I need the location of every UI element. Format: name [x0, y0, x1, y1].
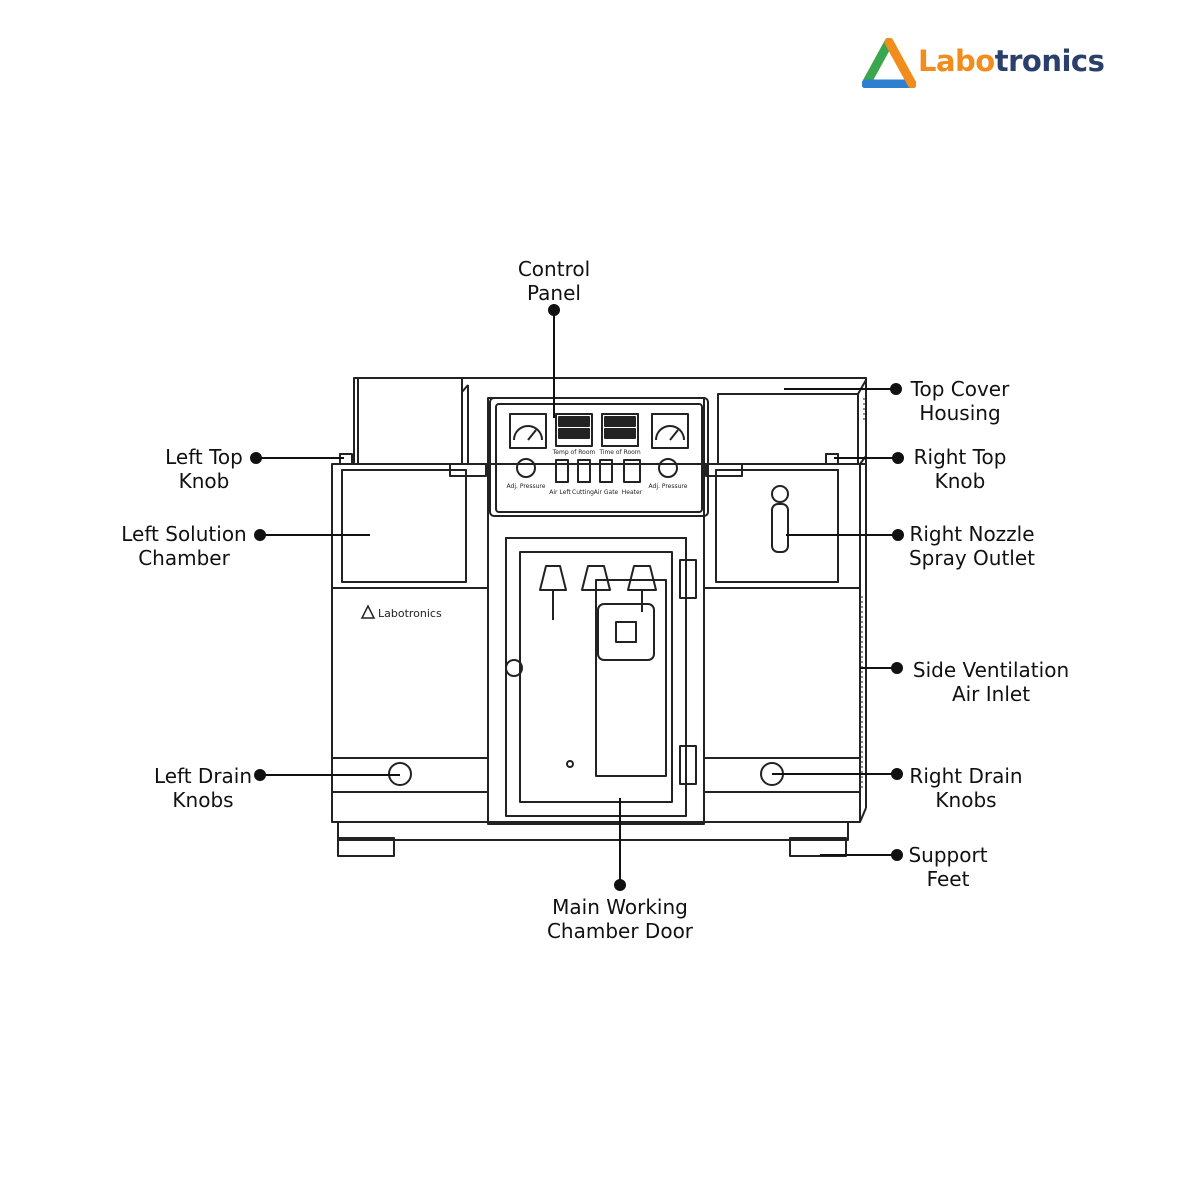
label-right-nozzle-spray-outlet: Right Nozzle Spray Outlet: [908, 522, 1036, 570]
label-control-panel: Control Panel: [517, 257, 591, 305]
switch-air-left: [555, 459, 569, 483]
label-main-working-chamber-door: Main Working Chamber Door: [546, 895, 694, 943]
left-top-block: [353, 377, 463, 465]
label-side-ventilation-air-inlet: Side Ventilation Air Inlet: [912, 658, 1070, 706]
left-pressure-knob: [516, 458, 536, 478]
knob-right-label: Adj. Pressure: [649, 483, 688, 490]
brand-wordmark: Labotronics: [918, 44, 1105, 78]
label-right-top-knob: Right Top Knob: [913, 445, 1007, 493]
time-display: [601, 413, 639, 447]
left-gauge: [509, 413, 547, 449]
logo-triangle-icon: [862, 38, 916, 88]
left-solution-chamber: [341, 469, 467, 583]
right-nozzle-outlet: [771, 485, 789, 553]
lower-hinge: [679, 745, 697, 785]
device-badge-text: Labotronics: [378, 607, 442, 620]
base-plinth: [337, 821, 849, 841]
brand-wordmark-part1: Labo: [918, 44, 995, 78]
device-badge: Labotronics: [360, 604, 442, 620]
switch-air-gate: [599, 459, 613, 483]
upper-hinge: [679, 559, 697, 599]
label-left-solution-chamber: Left Solution Chamber: [121, 522, 247, 570]
chamber-pump: [597, 603, 655, 661]
switch-cutting: [577, 459, 591, 483]
control-panel: [489, 397, 709, 517]
switch-label-air-left: Air Left: [549, 489, 571, 496]
side-ventilation-slots: [861, 398, 865, 790]
door-handle: [505, 659, 523, 677]
right-solution-chamber: [715, 469, 839, 583]
brand-wordmark-part2: tronics: [994, 44, 1105, 78]
right-gauge: [651, 413, 689, 449]
label-right-drain-knobs: Right Drain Knobs: [909, 764, 1023, 812]
label-support-feet: Support Feet: [908, 843, 988, 891]
display-left-label: Temp of Room: [552, 449, 596, 456]
right-support-foot: [789, 837, 847, 857]
right-pressure-knob: [658, 458, 678, 478]
main-chamber-door: [505, 537, 687, 817]
spray-nozzles: [539, 565, 657, 620]
label-top-cover-housing: Top Cover Housing: [910, 377, 1010, 425]
knob-left-label: Adj. Pressure: [507, 483, 546, 490]
switch-label-air-gate: Air Gate: [594, 489, 619, 496]
label-left-drain-knobs: Left Drain Knobs: [153, 764, 253, 812]
label-left-top-knob: Left Top Knob: [165, 445, 243, 493]
switch-label-heater: Heater: [622, 489, 643, 496]
switch-heater: [623, 459, 641, 483]
switch-label-cutting: Cutting: [572, 489, 594, 496]
temp-display: [555, 413, 593, 447]
left-support-foot: [337, 837, 395, 857]
display-right-label: Time of Room: [598, 449, 641, 456]
